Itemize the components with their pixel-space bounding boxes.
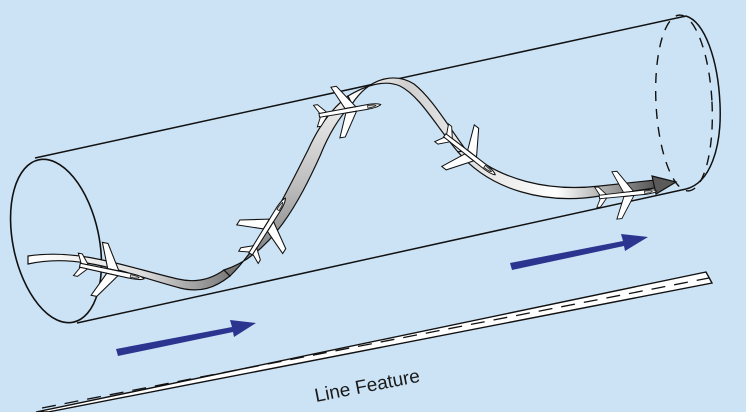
cylinder-far-end [654,14,714,192]
airplane-icon [592,166,660,222]
track-arrowhead-icon [651,175,678,195]
cylinder [9,15,687,324]
road [35,271,714,412]
arrow-right-icon [510,234,648,270]
line-feature-label: Line Feature [313,366,422,407]
arrow-right-icon [116,320,256,356]
